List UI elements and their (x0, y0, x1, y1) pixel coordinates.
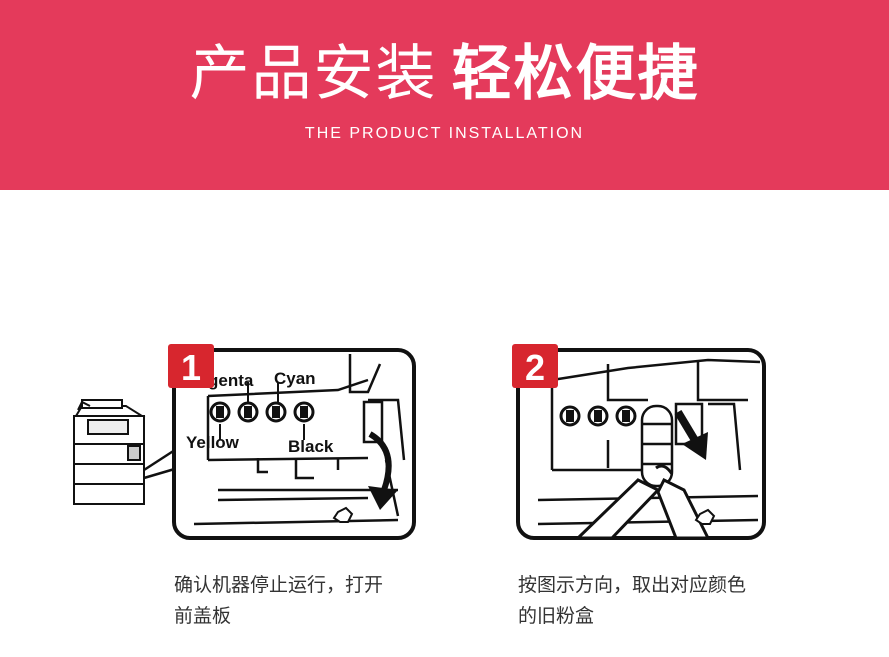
step-2-badge: 2 (512, 344, 558, 388)
toner-slot-centers (566, 410, 630, 422)
page-title: 产品安装轻松便捷 (0, 38, 889, 110)
step-2-caption: 按图示方向，取出对应颜色 的旧粉盒 (518, 570, 746, 632)
title-light: 产品安装 (189, 39, 438, 109)
toner-slot-centers (216, 406, 308, 418)
hand-drawing (574, 464, 711, 540)
hex-bolt-icon (694, 508, 716, 525)
title-bold: 轻松便捷 (451, 39, 700, 109)
step-1-caption: 确认机器停止运行，打开 前盖板 (174, 570, 383, 632)
label-black: Black (288, 437, 334, 456)
step-2-caption-line1: 按图示方向，取出对应颜色 (518, 574, 747, 596)
page-subtitle: THE PRODUCT INSTALLATION (304, 125, 585, 142)
toner-cartridge (640, 404, 674, 488)
pull-direction-arrow (674, 409, 708, 460)
step-2-number: 2 (525, 347, 545, 388)
label-magenta: genta (208, 371, 254, 390)
toner-slots (209, 401, 315, 423)
step-1-caption-line1: 确认机器停止运行，打开 (174, 574, 384, 596)
label-pointers (219, 382, 305, 440)
step-1-badge: 1 (168, 344, 214, 388)
step-2-illustration: 2 (512, 344, 766, 540)
open-cover-arrow (368, 431, 398, 510)
step-1-illustration: genta Cyan Yellow Black 1 (73, 344, 416, 540)
step-1-caption-line2: 前盖板 (174, 605, 232, 627)
label-cyan: Cyan (274, 369, 316, 388)
step-2-caption-line2: 的旧粉盒 (518, 605, 595, 627)
header-banner: 产品安装轻松便捷 THE PRODUCT INSTALLATION (0, 0, 889, 190)
label-yellow: Yellow (186, 433, 240, 452)
hex-bolt-icon (332, 506, 354, 523)
step-1-number: 1 (181, 347, 201, 388)
printer-icon (73, 399, 146, 505)
